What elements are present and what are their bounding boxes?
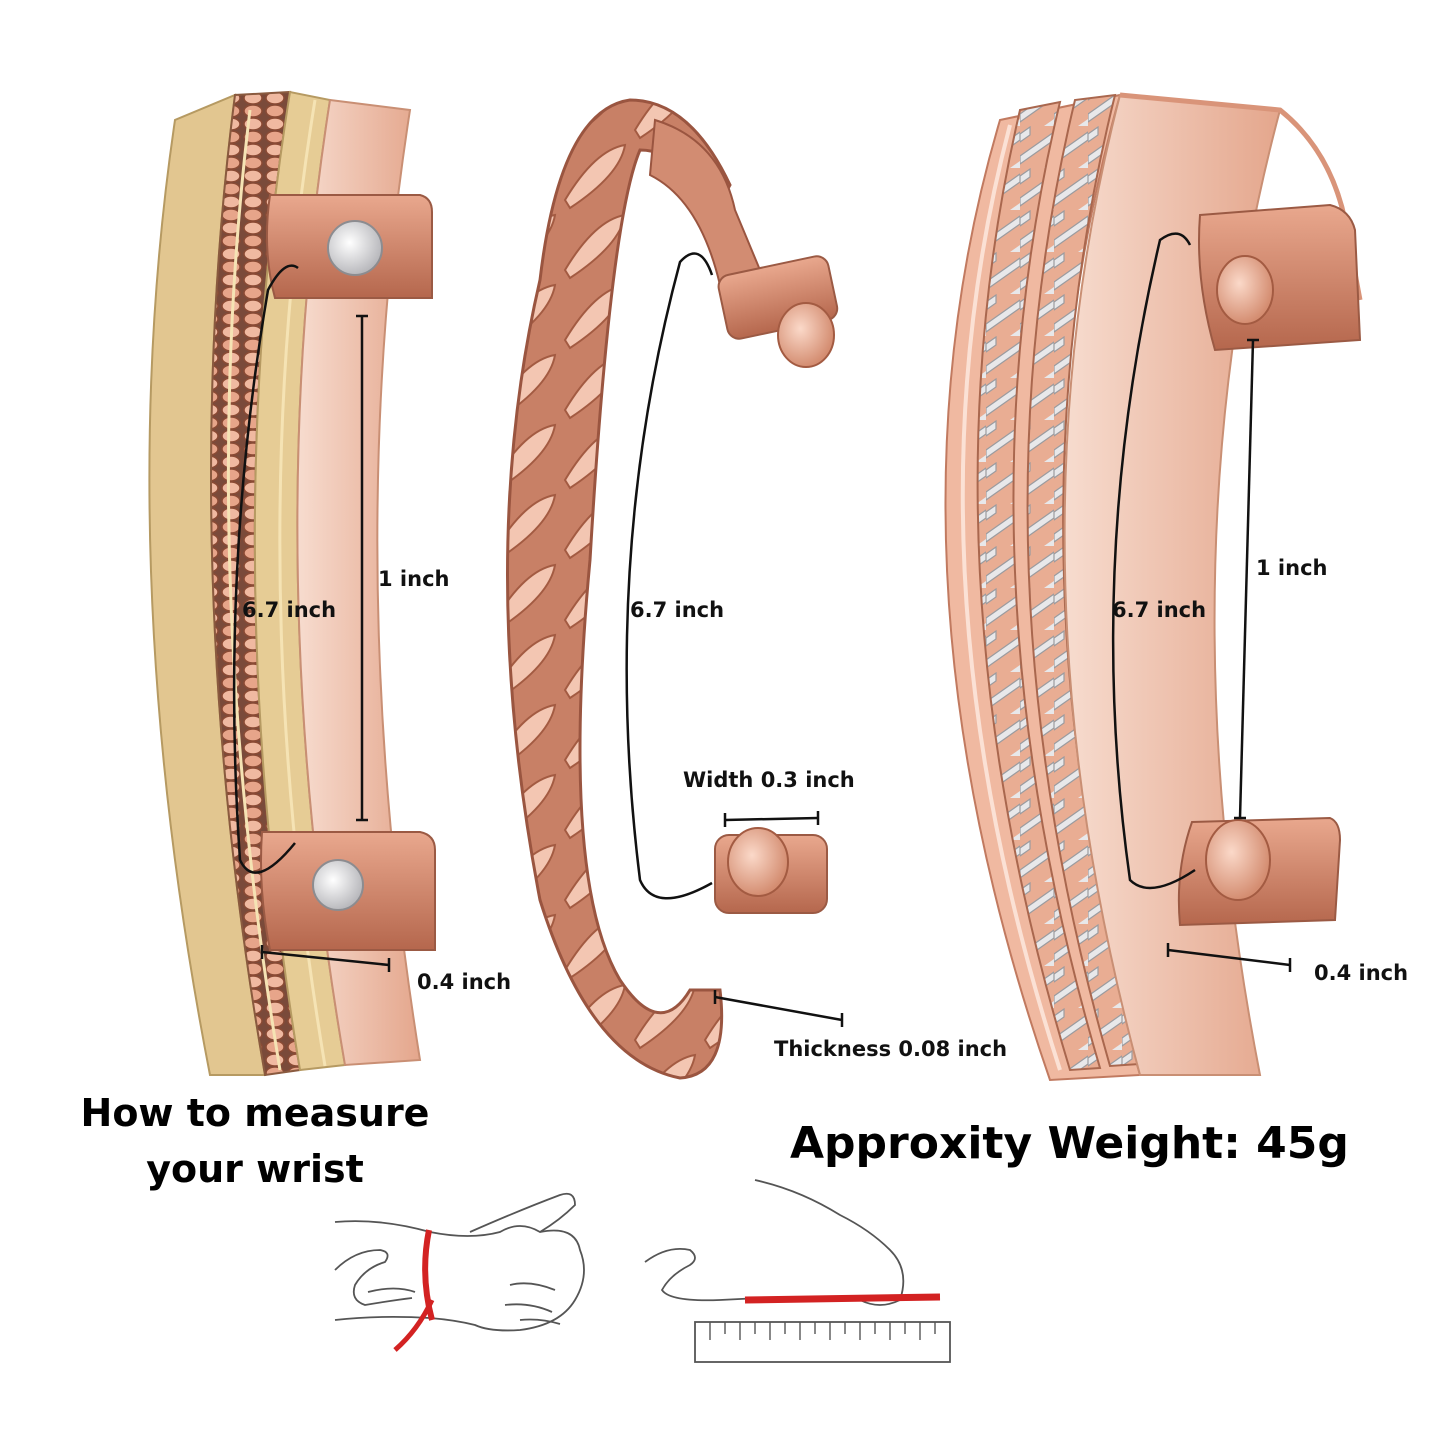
- bracelet-2-thickness-label: Thickness 0.08 inch: [774, 1037, 1008, 1061]
- band-width-line-3: [1167, 948, 1291, 967]
- bracelet-2-twisted-chain-cuff: [506, 98, 839, 1080]
- bracelet-2-top-end: [717, 255, 839, 368]
- bracelet-3-top-tab: [1198, 203, 1362, 352]
- circumference-arc-3: [1111, 232, 1196, 890]
- bracelet-2-bottom-end: [714, 827, 828, 914]
- bracelet-1-gap-label: 1 inch: [378, 567, 450, 591]
- bracelet-1-top-tab: [265, 194, 433, 299]
- dimension-lines: [232, 232, 1292, 1027]
- magnet-icon: [327, 220, 383, 276]
- bracelet-2-circumference-label: 6.7 inch: [630, 598, 725, 622]
- measure-heading-line-1: How to measure: [80, 1091, 430, 1135]
- bracelet-1-bottom-tab: [260, 831, 436, 951]
- bracelet-3-circumference-label: 6.7 inch: [1112, 598, 1207, 622]
- weight-label: Approxity Weight: 45g: [790, 1118, 1349, 1169]
- bracelet-3-bottom-tab: [1177, 816, 1342, 927]
- bracelet-1-circumference-label: 6.7 inch: [242, 598, 337, 622]
- bracelet-3-gap-label: 1 inch: [1256, 556, 1328, 580]
- band-width-line-1: [261, 950, 390, 967]
- bracelet-2-width-label: Width 0.3 inch: [683, 768, 855, 792]
- circumference-arc-1: [232, 264, 299, 874]
- bracelet-1-braided-cuff: [148, 90, 436, 1077]
- gap-line-3: [1238, 339, 1255, 819]
- ruler-measure-icon: [644, 1179, 951, 1363]
- width-line-2: [724, 816, 819, 822]
- bracelet-3-double-rope-cuff: [944, 92, 1363, 1082]
- wrist-wrap-measure-icon: [334, 1192, 585, 1352]
- measure-heading: How to measure your wrist: [40, 1085, 470, 1197]
- circumference-arc-2: [625, 252, 714, 900]
- bracelet-1-band-width-label: 0.4 inch: [417, 970, 512, 994]
- bracelet-3-band-width-label: 0.4 inch: [1314, 961, 1409, 985]
- magnet-icon: [312, 859, 364, 911]
- thickness-line-2: [714, 995, 843, 1022]
- measure-heading-line-2: your wrist: [146, 1147, 364, 1191]
